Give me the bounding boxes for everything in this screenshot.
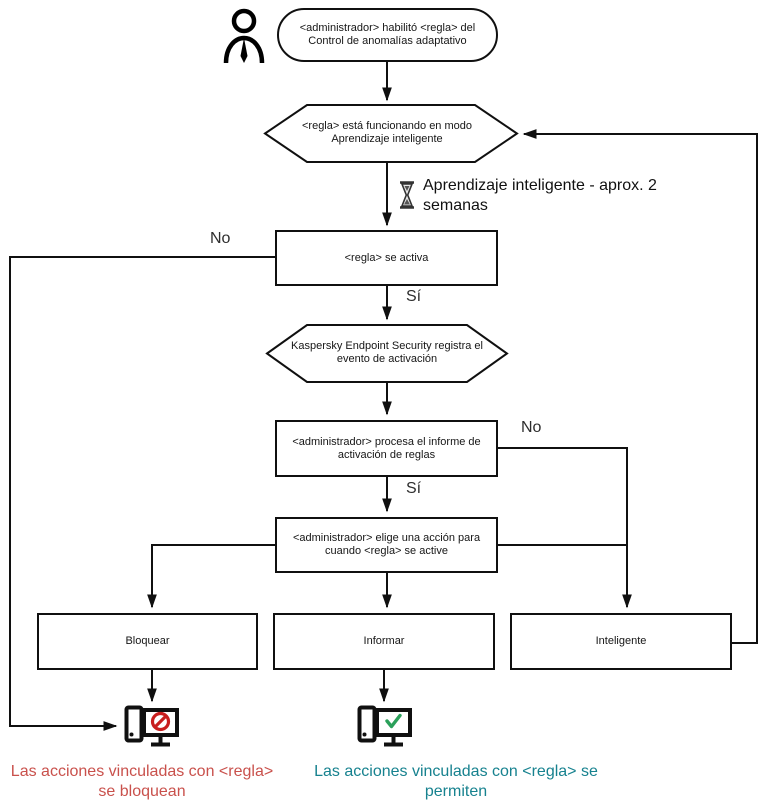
node-choose-action-label: <administrador> elige una acción para cu… (292, 532, 481, 557)
node-learning-mode: <regla> está funcionando en modo Aprendi… (287, 111, 487, 155)
node-log-event-label: Kaspersky Endpoint Security registra el … (291, 340, 483, 365)
node-action-inform-label: Informar (363, 635, 405, 647)
node-action-block-label: Bloquear (125, 635, 170, 647)
node-process-report-label: <administrador> procesa el informe de ac… (292, 435, 481, 461)
edge-label-report-no: No (521, 419, 542, 436)
node-action-inform: Informar (273, 613, 495, 670)
computer-allowed-icon (357, 705, 412, 747)
prohibition-icon (150, 711, 171, 732)
node-choose-action: <administrador> elige una acción para cu… (275, 517, 498, 573)
edge-label-report-yes: Sí (406, 480, 422, 497)
node-action-smart: Inteligente (510, 613, 732, 670)
node-rule-triggers-label: <regla> se activa (344, 251, 429, 264)
edge-label-rule-yes: Sí (406, 288, 422, 305)
node-log-event: Kaspersky Endpoint Security registra el … (282, 331, 492, 375)
hourglass-icon (400, 181, 414, 209)
learning-duration-note: Aprendizaje inteligente - aprox. 2 seman… (423, 177, 657, 214)
node-action-block: Bloquear (37, 613, 258, 670)
check-icon (385, 713, 402, 729)
node-rule-triggers: <regla> se activa (275, 230, 498, 286)
node-action-smart-label: Inteligente (595, 635, 647, 647)
node-learning-mode-label: <regla> está funcionando en modo Aprendi… (301, 120, 473, 145)
edge-label-rule-no: No (210, 230, 231, 247)
person-icon (223, 8, 265, 64)
node-process-report: <administrador> procesa el informe de ac… (275, 420, 498, 477)
allowed-outcome-caption: Las acciones vinculadas con <regla> se p… (314, 763, 598, 800)
node-start-label: <administrador> habilitó <regla> del Con… (299, 22, 476, 47)
blocked-outcome-caption: Las acciones vinculadas con <regla> se b… (10, 763, 274, 800)
node-start: <administrador> habilitó <regla> del Con… (278, 9, 497, 61)
computer-blocked-icon (124, 705, 179, 747)
